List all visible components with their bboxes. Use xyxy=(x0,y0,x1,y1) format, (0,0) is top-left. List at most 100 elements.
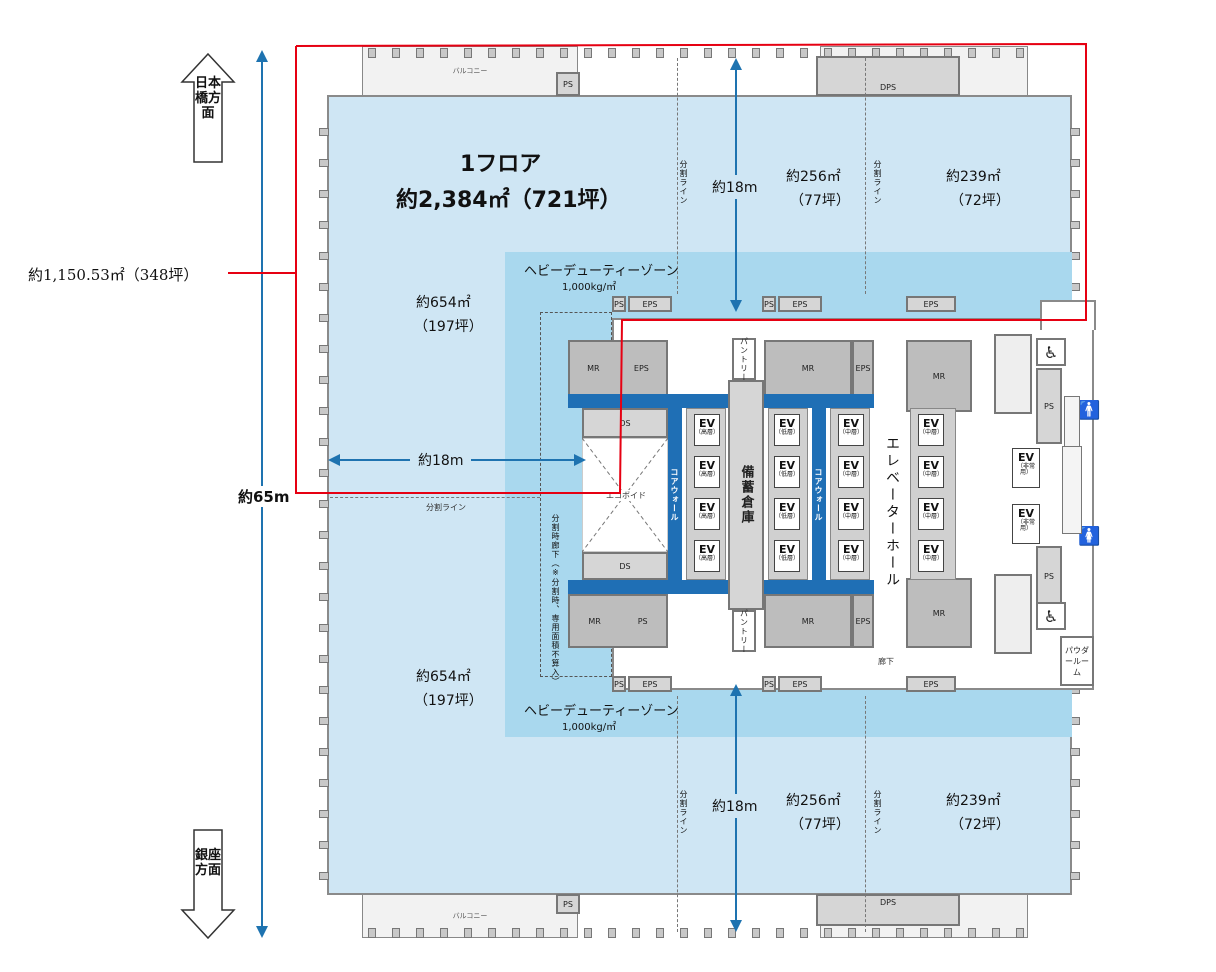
mr-room-se: MR xyxy=(906,578,972,648)
balcony-label: バルコニー xyxy=(452,67,488,75)
facade-pillar xyxy=(319,190,329,198)
south-arrow-icon xyxy=(180,829,236,940)
facade-pillar xyxy=(560,928,568,938)
facade-pillar xyxy=(416,48,424,58)
balcony-label: バルコニー xyxy=(452,912,488,920)
facade-pillar xyxy=(368,48,376,58)
zone-north-east-area: 約239㎡ xyxy=(946,169,1001,185)
ps-label: PS xyxy=(563,79,573,89)
facade-pillar xyxy=(968,48,976,58)
eps-strip-n1: EPS xyxy=(628,296,672,312)
dps-label: DPS xyxy=(879,83,897,92)
ev-sub-label: （高層） xyxy=(695,471,720,478)
facade-pillar xyxy=(319,779,329,787)
ev-label: EV xyxy=(778,459,796,472)
zone-south-east-tsubo: （72坪） xyxy=(950,817,1010,833)
ds-label: DS xyxy=(619,561,631,571)
division-line-n2 xyxy=(865,58,866,294)
facade-pillar xyxy=(512,48,520,58)
ps-strip-s2: PS xyxy=(762,676,776,692)
facade-pillar xyxy=(319,748,329,756)
ps-label: PS xyxy=(614,679,624,689)
division-line-west xyxy=(330,497,540,498)
zone-west-lower-tsubo: （197坪） xyxy=(414,693,483,709)
elevator-low-2-2: EV（低層） xyxy=(774,456,800,488)
facade-pillar xyxy=(319,159,329,167)
facade-pillar xyxy=(584,48,592,58)
ev-label: EV xyxy=(842,543,860,556)
facade-pillar xyxy=(319,686,329,694)
facade-pillar xyxy=(319,376,329,384)
facade-pillar xyxy=(536,928,544,938)
dps-room-south: DPS xyxy=(816,894,960,926)
facade-pillar xyxy=(319,655,329,663)
facade-pillar xyxy=(632,48,640,58)
facade-pillar xyxy=(776,928,784,938)
facade-pillar xyxy=(512,928,520,938)
facade-pillar xyxy=(488,48,496,58)
eco-void-label: エコボイド xyxy=(604,490,648,501)
facade-pillar xyxy=(1070,841,1080,849)
facade-pillar xyxy=(319,717,329,725)
toilet-stalls-east xyxy=(1062,446,1082,534)
facade-pillar xyxy=(752,928,760,938)
facade-pillar xyxy=(1070,779,1080,787)
facade-pillar xyxy=(632,928,640,938)
mr-room-n-mid: MR xyxy=(764,340,852,396)
eps-strip-n3: EPS xyxy=(906,296,956,312)
facade-pillar xyxy=(1070,748,1080,756)
ps-label: PS xyxy=(1044,401,1054,411)
pantry-label: パントリー xyxy=(739,608,749,654)
ps-strip-s1: PS xyxy=(612,676,626,692)
stair-south-icon xyxy=(994,574,1032,654)
facade-pillar xyxy=(584,928,592,938)
height-dimension-label: 約65m xyxy=(236,486,292,507)
north-direction-label: 日本橋方面 xyxy=(194,76,221,121)
facade-pillar xyxy=(319,562,329,570)
facade-pillar xyxy=(656,48,664,58)
division-label-west: 分割ライン xyxy=(426,503,466,512)
facade-pillar xyxy=(488,928,496,938)
facade-pillar xyxy=(896,928,904,938)
mr-room-s-mid: MR xyxy=(764,594,852,648)
floor-total-area: 約2,384㎡（721坪） xyxy=(396,188,622,213)
elevator-mid-3-1: EV（中層） xyxy=(838,414,864,446)
facade-pillar xyxy=(319,221,329,229)
ev-label: EV xyxy=(698,459,716,472)
eps-strip-s3: EPS xyxy=(906,676,956,692)
facade-pillar xyxy=(464,48,472,58)
ev-sub-label: （中層） xyxy=(839,513,864,520)
facade-pillar xyxy=(319,252,329,260)
mr-label: MR xyxy=(932,372,946,381)
dps-room-north: DPS xyxy=(816,56,960,96)
heavy-duty-label-north: ヘビーデューティーゾーン xyxy=(524,264,679,279)
facade-pillar xyxy=(752,48,760,58)
eps-label: EPS xyxy=(855,363,871,373)
heavy-duty-load-north: 1,000kg/㎡ xyxy=(562,282,617,293)
ev-label: EV xyxy=(1017,507,1035,520)
ev-sub-label: （中層） xyxy=(839,429,864,436)
eps-room-s-mid: EPS xyxy=(852,594,874,648)
ev-label: EV xyxy=(922,501,940,514)
facade-pillar xyxy=(728,928,736,938)
eps-label: EPS xyxy=(923,679,939,689)
ev-label: EV xyxy=(698,417,716,430)
elevator-low-2-3: EV（低層） xyxy=(774,498,800,530)
zone-west-lower-area: 約654㎡ xyxy=(416,669,471,685)
ev-label: EV xyxy=(698,501,716,514)
callout-leader-line xyxy=(228,272,296,274)
division-corridor-note: 分割時廊下（※分割時、専用面積不算入） xyxy=(551,514,560,686)
corridor-label: 廊下 xyxy=(878,657,894,666)
ps-label: PS xyxy=(563,899,573,909)
ev-label: EV xyxy=(922,417,940,430)
zone-north-mid-area: 約256㎡ xyxy=(786,169,841,185)
division-label-s2: 分割ライン xyxy=(873,790,882,835)
floor-total-title: 1フロア xyxy=(460,152,542,177)
eps-label: EPS xyxy=(792,299,808,309)
eps-label: EPS xyxy=(923,299,939,309)
ps-label: PS xyxy=(764,679,774,689)
elevator-mid-4-3: EV（中層） xyxy=(918,498,944,530)
elevator-mid-4-4: EV（中層） xyxy=(918,540,944,572)
facade-pillar xyxy=(848,928,856,938)
